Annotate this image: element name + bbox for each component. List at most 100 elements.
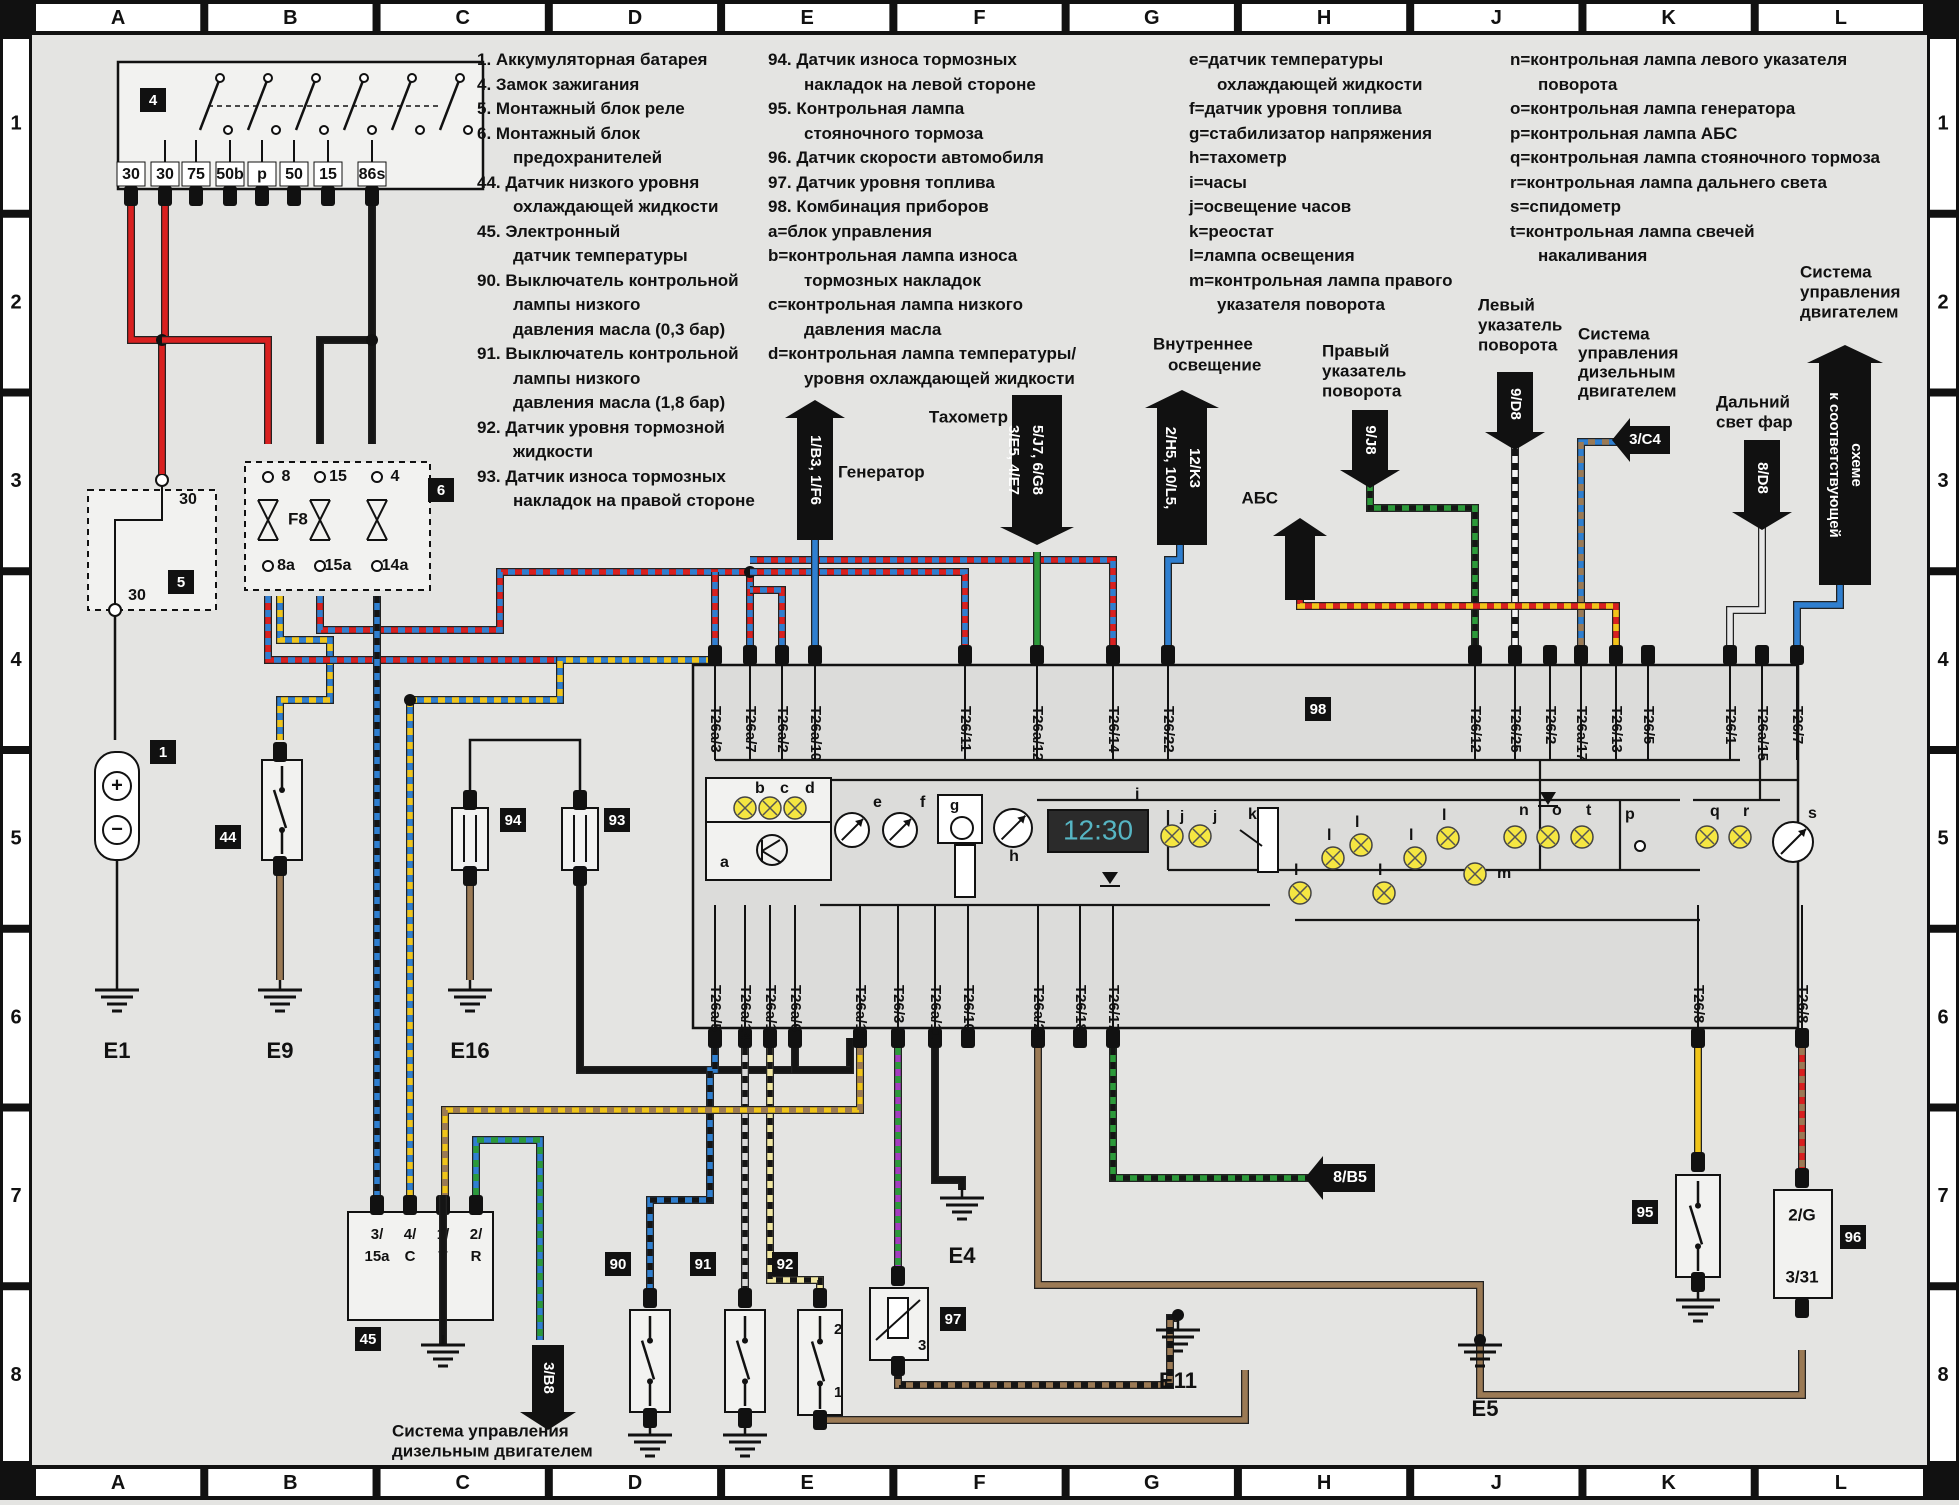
arrow-caption: указатель <box>1322 361 1406 380</box>
ignition-terminal-label: 30 <box>156 166 174 183</box>
legend-item: k=реостат <box>1189 220 1453 245</box>
cluster-letter: e <box>873 794 882 811</box>
ignition-terminal-label: 86s <box>359 166 386 183</box>
legend-item: охлаждающей жидкости <box>1189 73 1453 98</box>
grid-row-label: 5 <box>1937 828 1948 850</box>
component-number: 45 <box>360 1331 377 1348</box>
warning-lamp-icon <box>1536 825 1560 849</box>
junction-dot <box>366 334 378 346</box>
oil-pressure-switch-18-icon <box>724 1309 766 1413</box>
legend-item: 97. Датчик уровня топлива <box>768 171 1076 196</box>
ground-switch <box>628 1425 672 1458</box>
cluster-top-connector <box>1468 645 1482 665</box>
coolant-temp-gauge-icon <box>834 812 870 848</box>
connector <box>1795 1168 1809 1188</box>
ignition-terminal-connector <box>223 186 237 206</box>
grid-column-label: F <box>973 1472 985 1494</box>
wire-to-8b5 <box>1109 1048 1325 1182</box>
arrow-label: 8/D8 <box>1754 462 1771 494</box>
legend-item: давления масла (1,8 бар) <box>477 391 755 416</box>
cluster-letter: d <box>805 780 815 797</box>
grid-column-label: B <box>283 7 297 29</box>
ground-switch <box>723 1425 767 1458</box>
cluster-letter: n <box>1519 802 1529 819</box>
arrow-caption: Внутреннее <box>1153 334 1253 353</box>
arrow-label: к соответствующей <box>1826 392 1843 538</box>
illumination-lamp-icon <box>1321 846 1345 870</box>
component-number: 90 <box>610 1256 627 1273</box>
legend-item-text: d=контрольная лампа температуры/ <box>768 344 1077 363</box>
cluster-top-connector <box>775 645 789 665</box>
ground-label: E4 <box>949 1243 977 1268</box>
grid-row-label: 3 <box>10 470 21 492</box>
wire-15-black <box>316 336 372 444</box>
grid-column-label: G <box>1144 1472 1160 1494</box>
arrow-label: 3/C4 <box>1629 431 1661 448</box>
cluster-top-connector <box>1161 645 1175 665</box>
legend-item: q=контрольная лампа стояночного тормоза <box>1510 146 1880 171</box>
temperature-sensor-terminal: C <box>405 1248 416 1265</box>
ignition-terminal-connector <box>124 186 138 206</box>
cluster-bottom-connector <box>1073 1028 1087 1048</box>
fuse-terminal-label: 8 <box>282 468 291 485</box>
wire-fuse8-red <box>162 336 272 444</box>
frame-cell <box>1069 1469 1234 1496</box>
legend-item: a=блок управления <box>768 220 1076 245</box>
rheostat-icon <box>1257 807 1279 873</box>
legend-item-text: Выключатель контрольной <box>505 270 739 290</box>
grid-column-label: J <box>1491 1472 1502 1494</box>
frame-cell <box>3 1111 29 1283</box>
legend-item-text: m=контрольная лампа правого <box>1189 270 1453 290</box>
battery-badge <box>150 740 176 764</box>
frame-cell <box>1930 932 1956 1104</box>
frame-cell <box>3 39 29 210</box>
legend-item-number: 44. <box>477 172 506 192</box>
ground-label: E1 <box>104 1038 131 1063</box>
temperature-sensor-terminal: 2/ <box>470 1226 483 1243</box>
cluster-top-connector <box>708 645 722 665</box>
arrow-caption: двигателем <box>1800 302 1898 321</box>
ignition-terminal-label: p <box>257 166 267 183</box>
connector <box>573 866 587 886</box>
component-number: 92 <box>777 1256 794 1273</box>
ignition-terminal-label: 50b <box>216 166 244 183</box>
legend-item: 44. Датчик низкого уровня <box>477 171 755 196</box>
battery-minus-icon <box>102 815 132 845</box>
cluster-top-connector <box>743 645 757 665</box>
cluster-top-connector <box>1574 645 1588 665</box>
grid-column-label: H <box>1317 1472 1331 1494</box>
arrow-label: 3/E5, 4/E7 <box>1005 425 1022 495</box>
arrow-label: схеме <box>1848 443 1865 487</box>
warning-lamp-icon <box>783 796 807 820</box>
cluster-top-connector <box>1543 645 1557 665</box>
legend-item: m=контрольная лампа правого <box>1189 269 1453 294</box>
fuse-terminal <box>262 471 274 483</box>
junction-dot <box>404 694 416 706</box>
ground-E4 <box>940 1188 984 1221</box>
frame-cell <box>3 396 29 568</box>
transistor-icon <box>761 839 781 863</box>
ground-label: E11 <box>1159 1368 1197 1393</box>
cluster-letter: o <box>1552 802 1562 819</box>
connector <box>463 790 477 810</box>
fuel-level-sensor-icon <box>887 1297 909 1339</box>
legend-item-number: 98. <box>768 197 797 216</box>
wire-t26a2 <box>750 586 786 645</box>
cluster-letter: q <box>1710 803 1720 820</box>
arrow-interior-light <box>1145 390 1219 545</box>
wire-diesel-control <box>1577 438 1620 645</box>
grid-row-label: 6 <box>10 1006 21 1028</box>
legend-item-text: s=спидометр <box>1510 197 1622 216</box>
connector <box>1795 1298 1809 1318</box>
legend-item-text: датчик температуры <box>513 246 688 265</box>
switch-contact <box>407 73 417 83</box>
component-number: 91 <box>695 1256 712 1273</box>
legend-item-number: 5. <box>477 99 496 118</box>
frame-cell <box>3 575 29 746</box>
switch-contact <box>198 77 222 131</box>
cluster-bottom-connector <box>928 1028 942 1048</box>
cluster-bottom-connector <box>763 1028 777 1048</box>
frame-cell <box>3 1290 29 1461</box>
legend-item-text: Аккумуляторная батарея <box>495 50 708 69</box>
legend-item-text: стояночного тормоза <box>804 123 984 143</box>
